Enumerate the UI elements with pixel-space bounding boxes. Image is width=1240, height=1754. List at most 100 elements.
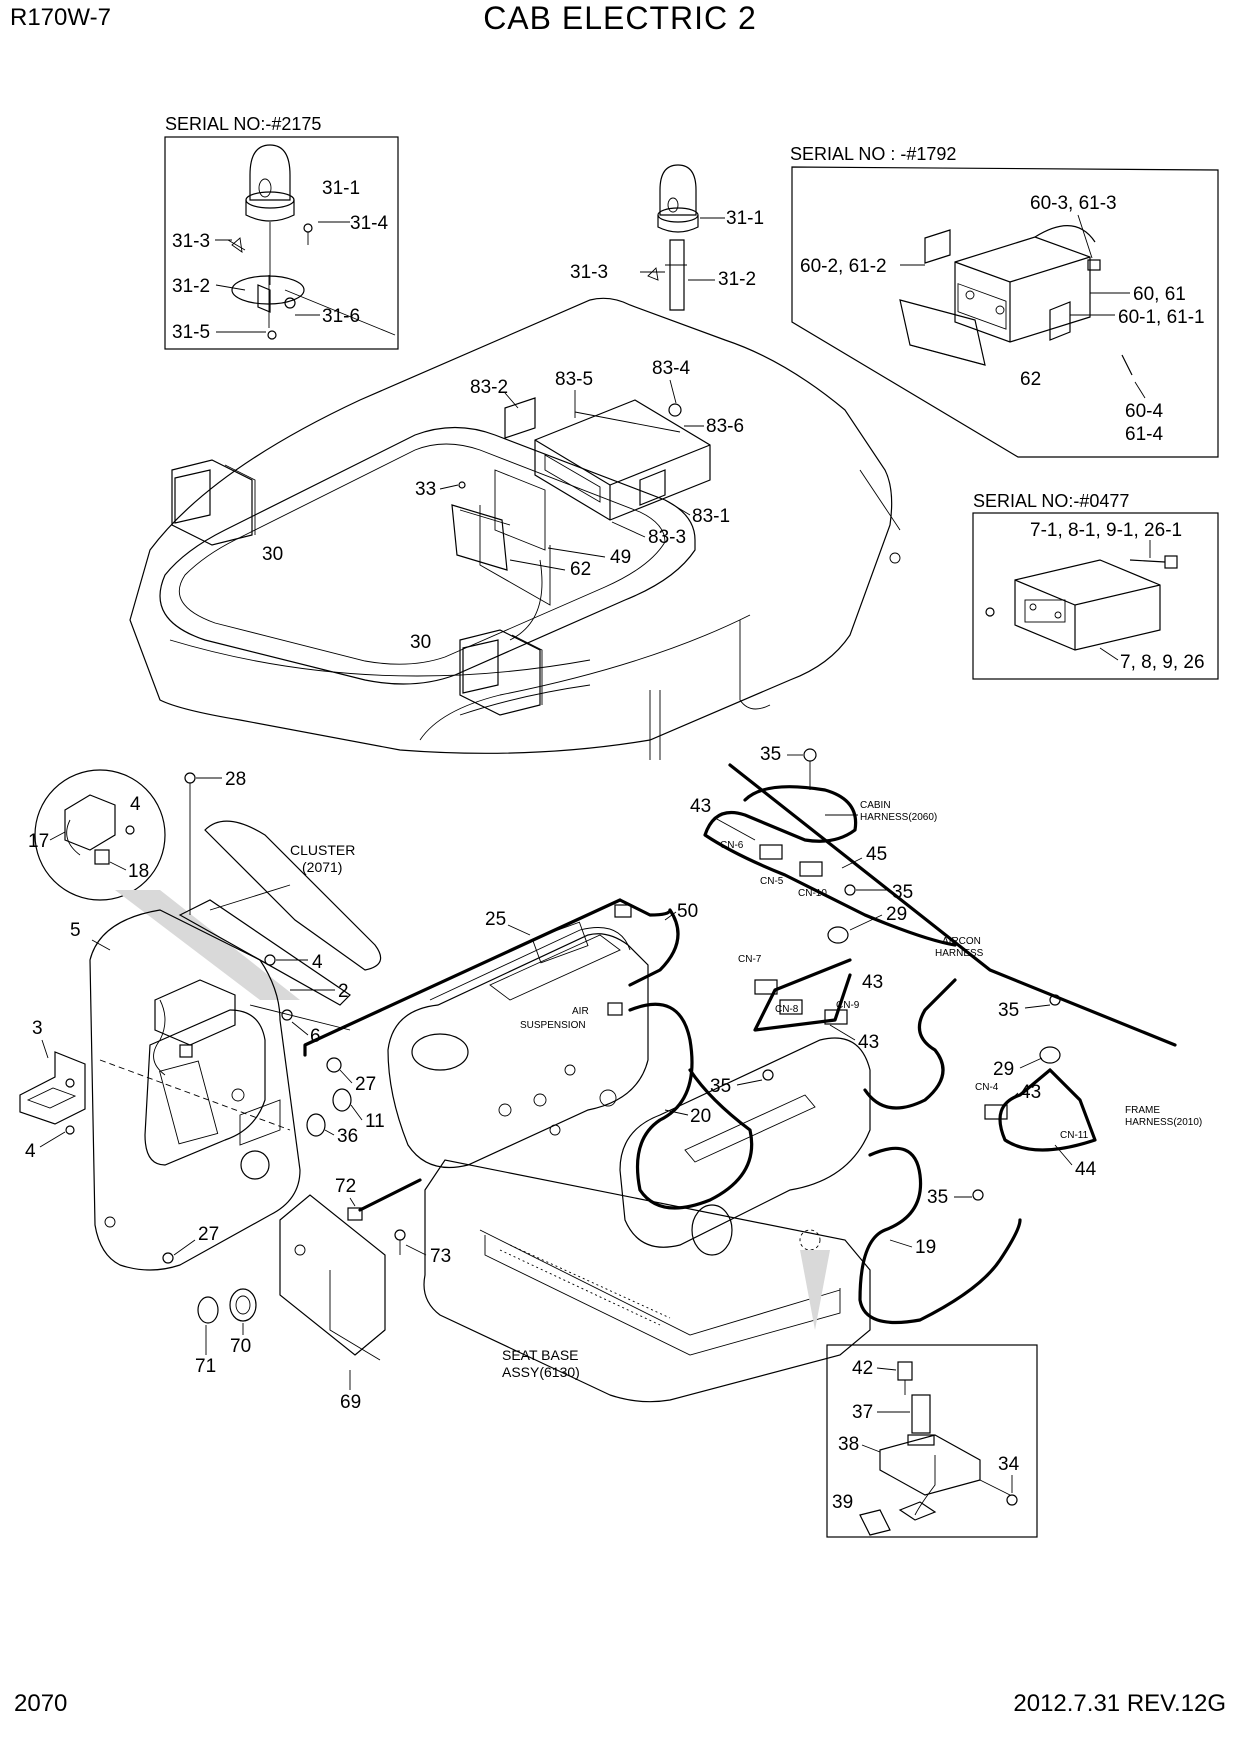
callout-28: 28 — [225, 769, 246, 790]
connector-cn9: CN-9 — [836, 1000, 860, 1011]
callout-60-3-61-3: 60-3, 61-3 — [1030, 193, 1117, 214]
callout-43-cn9: 43 — [858, 1032, 879, 1053]
callout-25: 25 — [485, 909, 506, 930]
callout-83-1: 83-1 — [692, 506, 730, 527]
callout-31-5: 31-5 — [172, 322, 210, 343]
page-title: CAB ELECTRIC 2 — [483, 0, 757, 36]
callout-44: 44 — [1075, 1159, 1097, 1180]
callout-60-61: 60, 61 — [1133, 284, 1186, 305]
aircon-harness-label-2: HARNESS — [935, 948, 984, 959]
model-number: R170W-7 — [10, 4, 111, 31]
callout-83-4: 83-4 — [652, 358, 690, 379]
callout-43-cn7: 43 — [862, 972, 883, 993]
callout-18: 18 — [128, 861, 149, 882]
cassette-inset: SERIAL NO:-#0477 7-1, 8-1, 9-1, 26-1 7, … — [972, 491, 1219, 680]
callout-73: 73 — [430, 1246, 451, 1267]
cassette-inset-caption: SERIAL NO:-#0477 — [973, 491, 1129, 511]
callout-31-6: 31-6 — [322, 306, 360, 327]
callout-31-4: 31-4 — [350, 213, 388, 234]
callout-49: 49 — [610, 547, 631, 568]
callout-29-upper: 29 — [886, 904, 907, 925]
connector-cn4: CN-4 — [975, 1082, 999, 1093]
callout-35-mid: 35 — [710, 1076, 731, 1097]
callout-3: 3 — [32, 1018, 43, 1039]
connector-cn8: CN-8 — [775, 1004, 799, 1015]
callout-27-lower: 27 — [198, 1224, 219, 1245]
callout-7-8-9-26: 7, 8, 9, 26 — [1120, 652, 1205, 673]
callout-34: 34 — [998, 1454, 1020, 1475]
seat-base-label: SEAT BASE — [502, 1347, 579, 1363]
cabin-harness-label-2: HARNESS(2060) — [860, 812, 937, 823]
callout-30-left: 30 — [262, 544, 283, 565]
callout-4-bracket: 4 — [25, 1141, 36, 1162]
callout-31-1-roof: 31-1 — [726, 208, 764, 229]
callout-2: 2 — [338, 981, 349, 1002]
callout-83-5: 83-5 — [555, 369, 593, 390]
callout-60-2-61-2: 60-2, 61-2 — [800, 256, 887, 277]
callout-39: 39 — [832, 1492, 853, 1513]
callout-4-detail: 4 — [130, 794, 141, 815]
callout-42: 42 — [852, 1358, 873, 1379]
radio-inset-caption: SERIAL NO : -#1792 — [790, 144, 956, 164]
callout-62-roof: 62 — [570, 559, 591, 580]
callout-35-lower: 35 — [927, 1187, 948, 1208]
callout-83-3: 83-3 — [648, 527, 686, 548]
connector-cn7: CN-7 — [738, 954, 762, 965]
air-suspension-label-2: SUSPENSION — [520, 1020, 586, 1031]
callout-72: 72 — [335, 1176, 356, 1197]
callout-19: 19 — [915, 1237, 936, 1258]
callout-30-center: 30 — [410, 632, 431, 653]
callout-35-right: 35 — [998, 1000, 1019, 1021]
callout-31-2: 31-2 — [172, 276, 210, 297]
callout-38: 38 — [838, 1434, 859, 1455]
callout-6: 6 — [310, 1026, 321, 1047]
cluster-ref: (2071) — [302, 859, 342, 875]
air-suspension-label-1: AIR — [572, 1006, 589, 1017]
frame-harness-label-1: FRAME — [1125, 1105, 1160, 1116]
left-console: 4 17 18 5 3 4 28 — [19, 769, 451, 1413]
callout-4-cluster: 4 — [312, 952, 323, 973]
callout-62-inset: 62 — [1020, 369, 1041, 390]
aircon-harness-label-1: AIRCON — [942, 936, 981, 947]
callout-71: 71 — [195, 1356, 216, 1377]
radio-inset: SERIAL NO : -#1792 60-3, 61-3 60-2, 61-2… — [790, 144, 1219, 458]
cabin-harness-label-1: CABIN — [860, 800, 891, 811]
beacon-inset: SERIAL NO:-#2175 31-1 31-4 31-3 31-2 31-… — [164, 114, 399, 350]
connector-cn5: CN-5 — [760, 876, 784, 887]
callout-35-top: 35 — [760, 744, 781, 765]
callout-31-3-roof: 31-3 — [570, 262, 608, 283]
callout-50: 50 — [677, 901, 698, 922]
callout-45: 45 — [866, 844, 887, 865]
callout-17: 17 — [28, 831, 49, 852]
seat-switch-inset: 42 37 38 34 39 — [826, 1344, 1038, 1538]
callout-43-cn4: 43 — [1020, 1082, 1041, 1103]
callout-27-upper: 27 — [355, 1074, 376, 1095]
callout-29-lower: 29 — [993, 1059, 1014, 1080]
revision-date: 2012.7.31 REV.12G — [1013, 1690, 1226, 1717]
callout-31-2-roof: 31-2 — [718, 269, 756, 290]
beacon-inset-caption: SERIAL NO:-#2175 — [165, 114, 321, 134]
seat-base-ref: ASSY(6130) — [502, 1364, 580, 1380]
cab-roof: 30 30 31-1 31-3 31-2 83-2 83-5 83-4 — [129, 164, 901, 760]
callout-33: 33 — [415, 479, 436, 500]
callout-36: 36 — [337, 1126, 358, 1147]
callout-31-1: 31-1 — [322, 178, 360, 199]
seat-assembly: SEAT BASE ASSY(6130) AIR SUSPENSION — [303, 744, 1202, 1403]
callout-35-cn10: 35 — [892, 882, 913, 903]
callout-20: 20 — [690, 1106, 711, 1127]
callout-11: 11 — [365, 1111, 385, 1132]
callout-83-2: 83-2 — [470, 377, 508, 398]
connector-cn6: CN-6 — [720, 840, 744, 851]
callout-43-top: 43 — [690, 796, 711, 817]
callout-5: 5 — [70, 920, 81, 941]
callout-7-1-8-1-9-1-26-1: 7-1, 8-1, 9-1, 26-1 — [1030, 520, 1182, 541]
callout-60-1-61-1: 60-1, 61-1 — [1118, 307, 1205, 328]
callout-31-3: 31-3 — [172, 231, 210, 252]
connector-cn10: CN-10 — [798, 888, 827, 899]
callout-69: 69 — [340, 1392, 361, 1413]
callout-37: 37 — [852, 1402, 873, 1423]
connector-cn11: CN-11 — [1060, 1130, 1089, 1141]
callout-83-6: 83-6 — [706, 416, 744, 437]
callout-60-4: 60-4 — [1125, 401, 1163, 422]
